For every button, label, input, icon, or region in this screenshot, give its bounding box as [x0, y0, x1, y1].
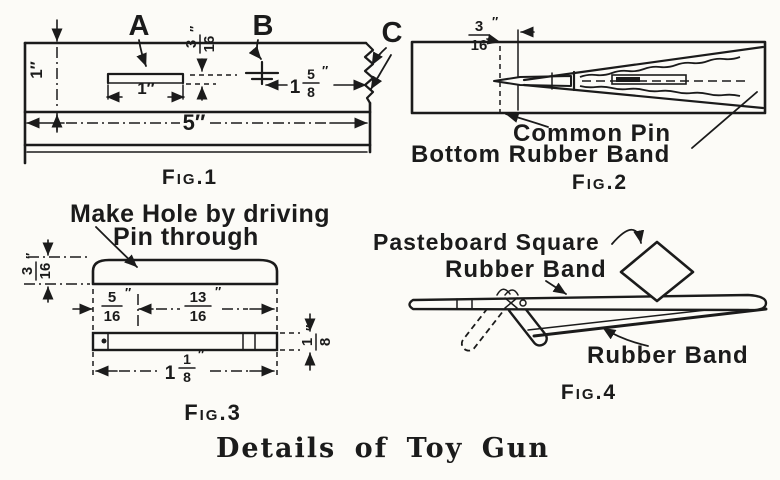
fig4-band-bottom-label: Rubber Band [587, 342, 749, 369]
fig4-band-top-leader [545, 280, 567, 295]
fig2-end-dim-label: 3 16 ″ [468, 14, 498, 54]
fig3-caption: Fig.3 [184, 400, 242, 425]
svg-text:1: 1 [183, 351, 191, 367]
fig3-length-label: 1 1 8 ″ [165, 347, 205, 385]
fig2-band-label: Bottom Rubber Band [411, 141, 670, 168]
fig3-hole-offset-dim: 5 16 ″ [72, 285, 154, 325]
svg-text:1: 1 [165, 363, 176, 384]
fig1-height-label: 1″ [27, 61, 46, 79]
fig3-piece-edge-view [91, 331, 279, 352]
fig4: Pasteboard Square Rubber Band Rubber [373, 228, 768, 404]
fig3-note-line2: Pin through [113, 223, 259, 251]
fig4-caption: Fig.4 [561, 381, 617, 404]
fig4-pasteboard-square [619, 240, 695, 303]
svg-text:8: 8 [317, 338, 334, 346]
fig3-thickness-label: 1 8 ″ [299, 325, 334, 351]
svg-text:3: 3 [475, 18, 483, 35]
fig3: Make Hole by driving Pin through 3 16 ″ [19, 200, 334, 425]
svg-text:8: 8 [307, 84, 315, 100]
fig1-block-width-dim: 1″ [106, 79, 185, 103]
fig2-rubber-band [522, 45, 765, 110]
fig4-square-leader [611, 228, 645, 245]
svg-text:″: ″ [187, 26, 202, 32]
fig1: 1″ 3 16 ″ 1″ A B C [23, 10, 403, 189]
fig4-band-wrap [496, 288, 527, 309]
svg-text:″: ″ [492, 14, 498, 29]
fig3-note-leader [95, 226, 138, 268]
svg-text:″: ″ [303, 325, 318, 331]
fig1-hole-cross [244, 60, 280, 86]
fig3-piece-top-view [91, 258, 279, 286]
fig4-square-label: Pasteboard Square [373, 229, 600, 255]
pin-shape [493, 75, 572, 87]
fig2-caption: Fig.2 [572, 171, 628, 194]
fig2-pin-leader [505, 112, 549, 128]
fig3-hole-offset-label: 5 16 ″ [101, 285, 131, 325]
fig1-label-a: A [129, 10, 150, 42]
fig3-height-dim: 3 16 ″ [19, 239, 90, 303]
svg-text:″: ″ [125, 285, 131, 300]
svg-text:″: ″ [215, 284, 221, 299]
fig1-stick-outline [23, 41, 375, 165]
svg-text:1: 1 [290, 77, 301, 98]
svg-text:16: 16 [201, 36, 218, 53]
fig1-label-b: B [253, 10, 274, 42]
page-title: Details of Toy Gun [216, 433, 550, 464]
fig2-stick-outline [410, 40, 767, 115]
fig3-hole-span-label: 13 16 ″ [184, 284, 221, 325]
svg-text:5: 5 [307, 66, 315, 82]
fig4-band-top-label: Rubber Band [445, 256, 607, 283]
fig1-point-a: A [129, 10, 150, 67]
svg-text:16: 16 [104, 308, 121, 325]
fig3-pin-hole [101, 338, 107, 344]
svg-text:3: 3 [19, 267, 36, 275]
fig1-length-label: 5″ [183, 110, 206, 135]
fig3-thickness-dim: 1 8 ″ [280, 313, 334, 371]
fig1-length-dim: 5″ [26, 110, 368, 135]
svg-text:5: 5 [108, 289, 116, 306]
fig1-point-c: C [370, 17, 403, 90]
fig3-height-dim-label: 3 16 ″ [19, 253, 54, 281]
svg-text:″: ″ [322, 63, 328, 78]
fig2-end-dim: 3 16 ″ [468, 14, 535, 54]
fig1-caption: Fig.1 [162, 166, 218, 189]
fig1-height-dim: 1″ [27, 19, 63, 133]
svg-text:13: 13 [190, 289, 207, 306]
fig3-length-dim: 1 1 8 ″ [95, 347, 275, 385]
fig2-band-leader [691, 91, 758, 149]
svg-text:16: 16 [471, 37, 488, 54]
svg-text:16: 16 [190, 308, 207, 325]
fig2-common-pin [493, 70, 576, 92]
fig1-block [106, 72, 237, 100]
fig1-leader-b [248, 39, 262, 60]
fig1-point-b: B [244, 10, 280, 86]
fig2: 3 16 ″ Common Pin Bottom Rubber Band [410, 14, 767, 194]
fig1-jagged-end [363, 41, 375, 105]
fig3-hole-span-dim: 13 16 ″ [156, 284, 275, 325]
fig4-rod [408, 293, 768, 312]
fig1-label-c: C [382, 17, 403, 49]
fig1-notch-dim-label: 3 16 ″ [183, 26, 218, 54]
svg-text:16: 16 [37, 263, 54, 280]
svg-text:″: ″ [198, 347, 204, 362]
svg-text:″: ″ [23, 253, 38, 259]
fig4-band-bottom-leader [602, 327, 649, 347]
fig3-note-line1: Make Hole by driving [70, 200, 330, 228]
svg-text:8: 8 [183, 369, 191, 385]
fig1-leader-a [136, 39, 147, 67]
fig1-hole-dim: 1 5 8 ″ [265, 63, 367, 100]
svg-text:1: 1 [299, 338, 316, 346]
fig1-hole-dim-label: 1 5 8 ″ [290, 63, 329, 100]
fig2-band-splice [611, 74, 687, 85]
fig1-notch-dim: 3 16 ″ [183, 26, 218, 101]
fig2-pin-label: Common Pin [513, 120, 671, 147]
fig1-block-width-label: 1″ [137, 79, 155, 98]
svg-text:3: 3 [183, 40, 200, 48]
